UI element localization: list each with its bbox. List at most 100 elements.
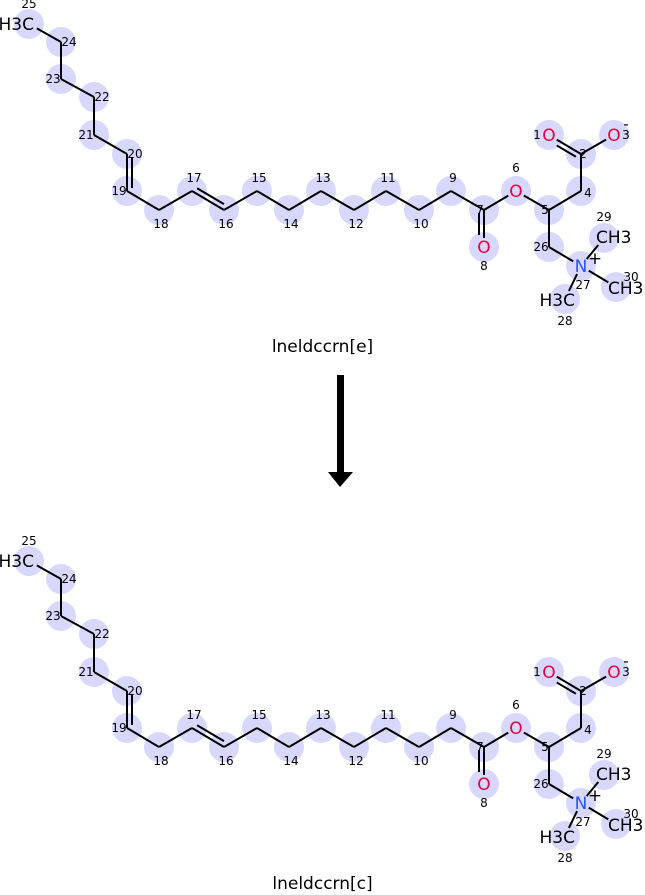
atom-index: 6 (512, 161, 520, 175)
atom-highlight (501, 713, 531, 743)
atom-index: 29 (596, 747, 611, 761)
bond (60, 78, 95, 98)
charge-label: + (588, 786, 602, 806)
reaction-arrow-shaft (337, 375, 344, 473)
atom-index: 23 (45, 72, 60, 86)
atom-highlight (534, 657, 564, 687)
bond (385, 190, 420, 211)
bond (158, 190, 193, 211)
bond (353, 190, 387, 211)
atom-index: 5 (541, 203, 549, 217)
bond (548, 190, 582, 211)
atom-index: 17 (186, 708, 201, 722)
bond (288, 190, 322, 211)
charge-label: - (623, 115, 628, 133)
atom-index: 3 (622, 665, 630, 679)
bond (385, 727, 420, 748)
atom-highlight (550, 821, 580, 851)
atom-index: 27 (575, 278, 590, 292)
methyl-label: H3C (540, 291, 575, 311)
atom-index: 3 (622, 128, 630, 142)
bond (191, 727, 225, 748)
bond (568, 273, 578, 292)
atom-index: 20 (127, 147, 142, 161)
bond (36, 564, 62, 580)
methyl-label: CH3 (596, 228, 631, 248)
atom-highlight (14, 546, 44, 576)
bond (353, 727, 387, 748)
atom-index: 14 (283, 754, 298, 768)
bond (158, 727, 193, 748)
oxygen-atom: O (542, 126, 555, 146)
atom-index: 28 (557, 851, 572, 865)
oxygen-atom: O (509, 182, 522, 202)
bond (580, 675, 607, 692)
atom-index: 10 (413, 217, 428, 231)
atom-index: 8 (480, 796, 488, 810)
atom-highlight (601, 809, 631, 839)
atom-index: 20 (127, 684, 142, 698)
bond (556, 138, 582, 155)
bond (523, 194, 550, 211)
atom-index: 21 (78, 128, 93, 142)
bond (548, 727, 582, 748)
bond (568, 810, 578, 829)
atom-index: 26 (533, 240, 548, 254)
oxygen-atom: O (542, 663, 555, 683)
atom-index: 1 (533, 665, 541, 679)
charge-label: + (588, 249, 602, 269)
atom-highlight (501, 176, 531, 206)
atom-index: 12 (348, 217, 363, 231)
atom-index: 18 (153, 217, 168, 231)
atom-index: 27 (575, 815, 590, 829)
bond (418, 727, 452, 748)
atom-index: 29 (596, 210, 611, 224)
bond (36, 27, 62, 43)
atom-index: 7 (476, 740, 484, 754)
bond (588, 269, 609, 284)
atom-index: 8 (480, 259, 488, 273)
atom-highlight (534, 120, 564, 150)
atom-index: 18 (153, 754, 168, 768)
atom-highlight (566, 251, 596, 281)
nitrogen-atom: N (575, 794, 588, 814)
atom-highlight (599, 657, 629, 687)
charge-label: - (623, 652, 628, 670)
atom-highlight (469, 769, 499, 799)
atom-highlight (589, 223, 619, 253)
bond (418, 190, 452, 211)
bond (223, 190, 258, 211)
atom-index: 11 (380, 708, 395, 722)
atom-index: 26 (533, 777, 548, 791)
methyl-label: H3C (540, 828, 575, 848)
nitrogen-atom: N (575, 257, 588, 277)
bond (256, 190, 290, 211)
atom-index: 5 (541, 740, 549, 754)
methyl-label: H3C (0, 552, 34, 572)
atom-index: 30 (623, 807, 638, 821)
atom-index: 24 (61, 35, 76, 49)
double-bond (556, 681, 577, 695)
oxygen-atom: O (477, 775, 490, 795)
reactant-name: lneldccrn[e] (271, 337, 374, 357)
product-molecule: O12O-345O67O8910111213141516171819202122… (0, 534, 643, 865)
bond (483, 194, 509, 211)
bond (93, 671, 128, 692)
atom-index: 25 (21, 534, 36, 548)
atom-index: 9 (449, 708, 457, 722)
atom-highlight (601, 272, 631, 302)
atom-index: 6 (512, 698, 520, 712)
atom-index: 1 (533, 128, 541, 142)
atom-index: 17 (186, 171, 201, 185)
bond (191, 190, 225, 211)
atom-index: 21 (78, 665, 93, 679)
atom-index: 2 (579, 684, 587, 698)
atom-index: 10 (413, 754, 428, 768)
atom-highlight (469, 232, 499, 262)
bond (60, 615, 95, 635)
atom-index: 13 (315, 708, 330, 722)
atom-index: 24 (61, 572, 76, 586)
bond (320, 190, 355, 211)
